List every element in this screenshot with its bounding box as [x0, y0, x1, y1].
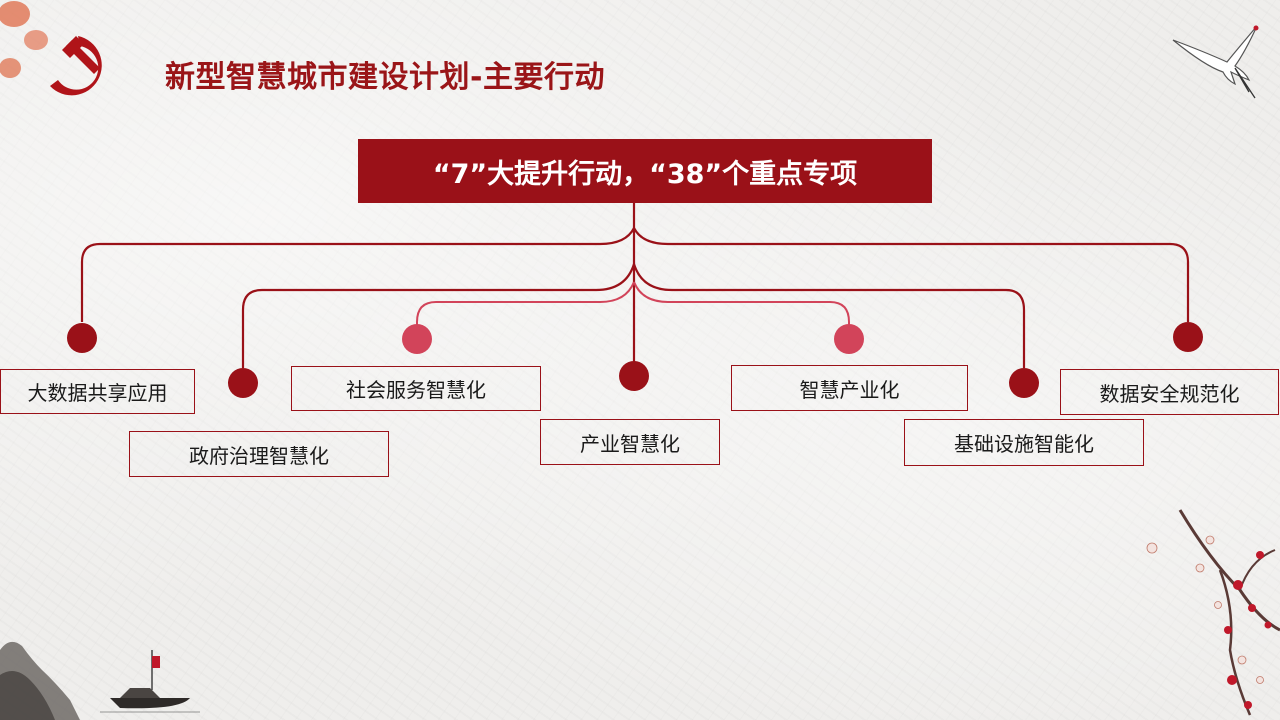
node-dot-3: [402, 324, 432, 354]
node-dot-7: [1173, 322, 1203, 352]
connector-middle: [241, 263, 1026, 368]
action-label-2: 政府治理智慧化: [129, 431, 389, 477]
page-title: 新型智慧城市建设计划-主要行动: [165, 60, 605, 95]
node-dot-1: [67, 323, 97, 353]
action-label-1: 大数据共享应用: [0, 369, 195, 414]
node-dot-2: [228, 368, 258, 398]
plum-blossom-icon: [1146, 509, 1280, 716]
action-label-6: 基础设施智能化: [904, 419, 1144, 466]
action-label-4: 产业智慧化: [540, 419, 720, 465]
node-dot-5: [834, 324, 864, 354]
connector-inner: [416, 281, 850, 325]
connector-outer: [80, 227, 1190, 322]
main-heading-box: “7”大提升行动，“38”个重点专项: [358, 139, 932, 203]
party-emblem-icon: [0, 1, 102, 96]
action-label-5: 智慧产业化: [731, 365, 968, 411]
node-dot-6: [1009, 368, 1039, 398]
action-label-3: 社会服务智慧化: [291, 366, 541, 411]
crane-icon: [1172, 25, 1259, 99]
node-dot-4: [619, 361, 649, 391]
landscape-boat-icon: [0, 641, 200, 720]
action-label-7: 数据安全规范化: [1060, 369, 1279, 415]
